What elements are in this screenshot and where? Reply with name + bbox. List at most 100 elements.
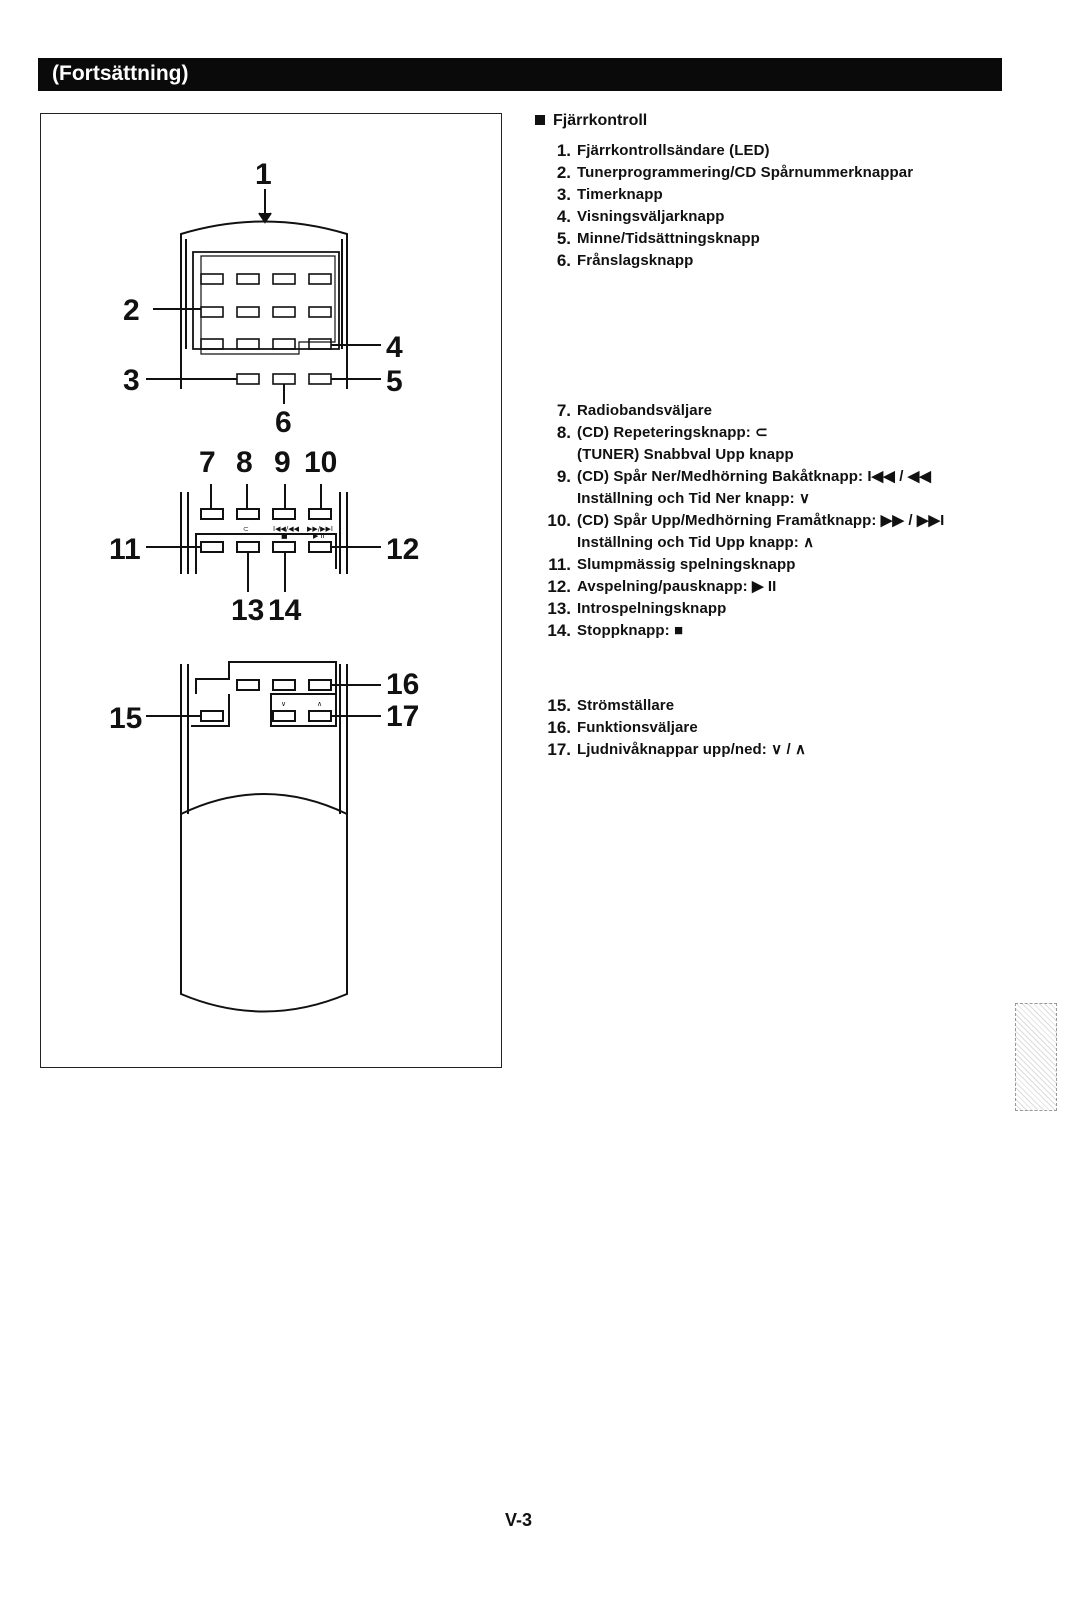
stop-mark: ■ (281, 532, 288, 540)
item-text: Stoppknapp: ■ (577, 622, 684, 639)
item-number: 2. (556, 163, 571, 182)
item-text-wrap: Avspelning/pausknapp: ▶ II (577, 576, 1015, 598)
item-number: 5. (556, 229, 571, 248)
item-text: Radiobandsväljare (577, 402, 713, 419)
callout-4: 4 (386, 331, 403, 364)
item-list-group-2: 7. Radiobandsväljare 8. (CD) Repeteringskna… (535, 400, 1015, 642)
callout-5: 5 (386, 365, 403, 398)
play-mark: ▶ II (313, 532, 325, 540)
prev-mark: I◀◀/◀◀ (273, 525, 300, 533)
item-number: 11. (548, 555, 571, 574)
item-number: 3. (556, 185, 571, 204)
list-item: 6. Frånslagsknapp (535, 250, 1015, 272)
list-item: 2. Tunerprogrammering/CD Spårnummerknappa… (535, 162, 1015, 184)
next-mark: ▶▶/▶▶I (307, 525, 333, 533)
volume-up-mark: ∧ (317, 700, 322, 708)
item-number: 13. (547, 599, 571, 618)
callout-17: 17 (386, 700, 419, 733)
list-item: 7. Radiobandsväljare (535, 400, 1015, 422)
list-item: 5. Minne/Tidsättningsknapp (535, 228, 1015, 250)
callout-6: 6 (275, 406, 292, 439)
repeat-mark: ⊂ (243, 525, 249, 533)
item-text: Tunerprogrammering/CD Spårnummerknappar (577, 164, 914, 181)
section-title: Fjärrkontroll (553, 112, 648, 129)
page-number: V-3 (505, 1510, 533, 1530)
item-number: 17. (547, 740, 571, 759)
item-text-wrap: Stoppknapp: ■ (577, 620, 1015, 642)
item-text: Ljudnivåknappar upp/ned: ∨ / ∧ (577, 741, 807, 758)
item-text: Timerknapp (577, 186, 663, 203)
callout-2: 2 (123, 294, 140, 327)
item-subtext: (TUNER) Snabbval Upp knapp (577, 446, 794, 463)
list-item: 11. Slumpmässig spelningsknapp (535, 554, 1015, 576)
item-text: Avspelning/pausknapp: ▶ II (577, 578, 777, 595)
list-item: 14. Stoppknapp: ■ (535, 620, 1015, 642)
item-text-wrap: Timerknapp (577, 184, 1015, 206)
page-title: (Fortsättning) (52, 62, 189, 85)
bullet-square-icon (535, 115, 545, 125)
item-text: (CD) Repeteringsknapp: ⊂ (577, 424, 768, 441)
remote-control-illustration: 1 2 3 4 5 6 7 8 9 10 11 12 13 14 15 16 1… (109, 158, 419, 1013)
item-text: Fjärrkontrollsändare (LED) (577, 142, 770, 159)
item-text-wrap: (CD) Spår Ner/Medhörning Bakåtknapp: I◀◀… (577, 466, 1015, 510)
item-number: 9. (556, 467, 571, 486)
item-number: 12. (547, 577, 571, 596)
callout-10: 10 (304, 446, 337, 479)
item-number: 4. (556, 207, 571, 226)
item-subtext: Inställning och Tid Ner knapp: ∨ (577, 490, 811, 507)
item-number: 1. (556, 141, 571, 160)
callout-15: 15 (109, 702, 142, 735)
list-item: 10. (CD) Spår Upp/Medhörning Framåtknapp:… (535, 510, 1015, 554)
item-text: Introspelningsknapp (577, 600, 727, 617)
item-text-wrap: Introspelningsknapp (577, 598, 1015, 620)
item-subtext: Inställning och Tid Upp knapp: ∧ (577, 534, 815, 551)
item-number: 8. (556, 423, 571, 442)
callout-1: 1 (255, 158, 272, 191)
item-number: 7. (556, 401, 571, 420)
list-item: 4. Visningsväljarknapp (535, 206, 1015, 228)
item-text: (CD) Spår Upp/Medhörning Framåtknapp: ▶▶… (577, 512, 945, 529)
callout-13: 13 (231, 594, 264, 627)
item-text: Visningsväljarknapp (577, 208, 725, 225)
item-text-wrap: Funktionsväljare (577, 717, 1015, 739)
item-text-wrap: Ljudnivåknappar upp/ned: ∨ / ∧ (577, 739, 1015, 761)
list-item: 13. Introspelningsknapp (535, 598, 1015, 620)
callout-9: 9 (274, 446, 291, 479)
item-text-wrap: Radiobandsväljare (577, 400, 1015, 422)
list-item: 9. (CD) Spår Ner/Medhörning Bakåtknapp: I… (535, 466, 1015, 510)
list-item: 12. Avspelning/pausknapp: ▶ II (535, 576, 1015, 598)
callout-12: 12 (386, 533, 419, 566)
item-text: Strömställare (577, 697, 675, 714)
callout-14: 14 (268, 594, 302, 627)
page-edge-tab (1015, 1003, 1057, 1111)
volume-down-mark: ∨ (281, 700, 286, 708)
item-text-wrap: (CD) Repeteringsknapp: ⊂ (TUNER) Snabbval… (577, 422, 1015, 466)
item-number: 14. (547, 621, 571, 640)
header-bar: (Fortsättning) (38, 58, 1002, 91)
item-number: 6. (556, 251, 571, 270)
callout-16: 16 (386, 668, 419, 701)
callout-7: 7 (199, 446, 216, 479)
item-text-wrap: Slumpmässig spelningsknapp (577, 554, 1015, 576)
item-text-wrap: Strömställare (577, 695, 1015, 717)
item-text-wrap: Minne/Tidsättningsknapp (577, 228, 1015, 250)
item-text-wrap: Visningsväljarknapp (577, 206, 1015, 228)
callout-8: 8 (236, 446, 253, 479)
item-text: Funktionsväljare (577, 719, 698, 736)
item-text: Slumpmässig spelningsknapp (577, 556, 796, 573)
callout-3: 3 (123, 364, 140, 397)
section-heading: Fjärrkontroll (535, 112, 1005, 138)
list-item: 8. (CD) Repeteringsknapp: ⊂ (TUNER) Snabbv… (535, 422, 1015, 466)
item-text: Minne/Tidsättningsknapp (577, 230, 760, 247)
item-text: (CD) Spår Ner/Medhörning Bakåtknapp: I◀◀… (577, 468, 932, 485)
item-number: 15. (547, 696, 571, 715)
list-item: 16.Funktionsväljare (535, 717, 1015, 739)
item-text-wrap: Tunerprogrammering/CD Spårnummerknappar (577, 162, 1015, 184)
item-text: Frånslagsknapp (577, 252, 694, 269)
remote-control-diagram: 1 2 3 4 5 6 7 8 9 10 11 12 13 14 15 16 1… (40, 113, 502, 1068)
item-text-wrap: (CD) Spår Upp/Medhörning Framåtknapp: ▶▶… (577, 510, 1015, 554)
item-list-group-1: 1. Fjärrkontrollsändare (LED) 2. Tunerprogr… (535, 140, 1015, 272)
list-item: 17. Ljudnivåknappar upp/ned: ∨ / ∧ (535, 739, 1015, 761)
item-number: 10. (547, 511, 571, 530)
